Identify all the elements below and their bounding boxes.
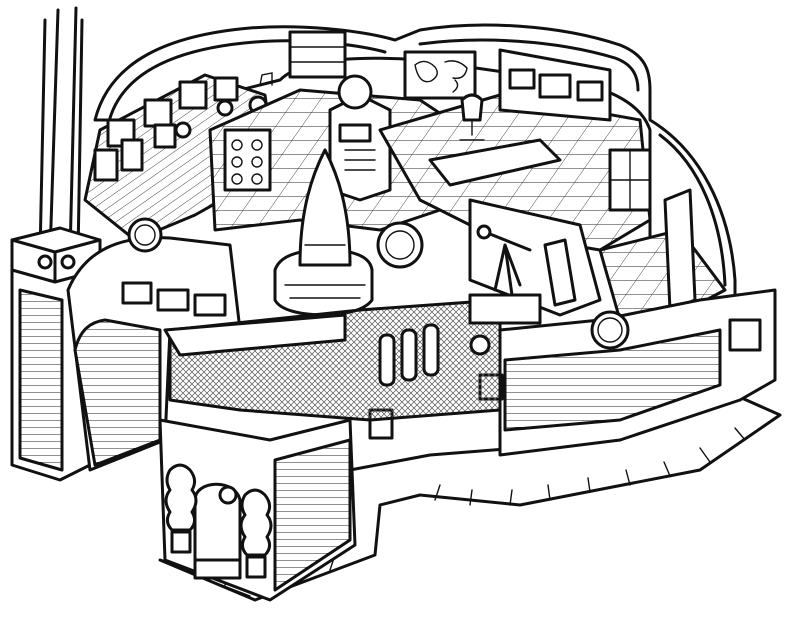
capsule-door	[543, 238, 577, 307]
rocket-silo	[273, 148, 374, 317]
round-window-icon	[376, 221, 424, 269]
command-room	[378, 48, 652, 252]
door-mat	[193, 558, 242, 580]
lab-tanks	[378, 323, 440, 387]
bookshelf	[288, 30, 347, 79]
antenna-mast-icon	[38, 6, 84, 257]
telescope-room	[468, 198, 602, 317]
control-panel	[223, 128, 272, 192]
lab-monitor	[468, 293, 542, 325]
front-left-wall	[66, 236, 242, 472]
world-map-icon	[403, 50, 477, 100]
screen-board	[663, 188, 697, 312]
potted-topiary-icon	[164, 463, 198, 554]
potted-topiary-icon	[239, 488, 273, 579]
office-figure	[259, 72, 273, 86]
office-desks	[93, 76, 239, 182]
office-chair-icon	[459, 93, 485, 141]
lab-device	[469, 334, 491, 356]
wall-window	[121, 281, 153, 305]
control-console-icon	[498, 48, 612, 122]
round-window-icon	[218, 485, 238, 505]
conference-table	[428, 138, 562, 187]
wall-vent	[728, 318, 762, 352]
front-door	[193, 482, 242, 572]
mesh-lab	[163, 293, 542, 422]
round-window-icon	[590, 310, 630, 350]
wall-window	[193, 293, 227, 317]
rocket-nose-cone-icon	[298, 148, 352, 267]
office-room	[83, 72, 277, 242]
robot-icon	[328, 74, 392, 202]
round-window-icon	[127, 217, 163, 253]
telescope-icon	[476, 224, 532, 297]
wall-window	[156, 288, 190, 312]
front-right-wall	[368, 288, 777, 457]
